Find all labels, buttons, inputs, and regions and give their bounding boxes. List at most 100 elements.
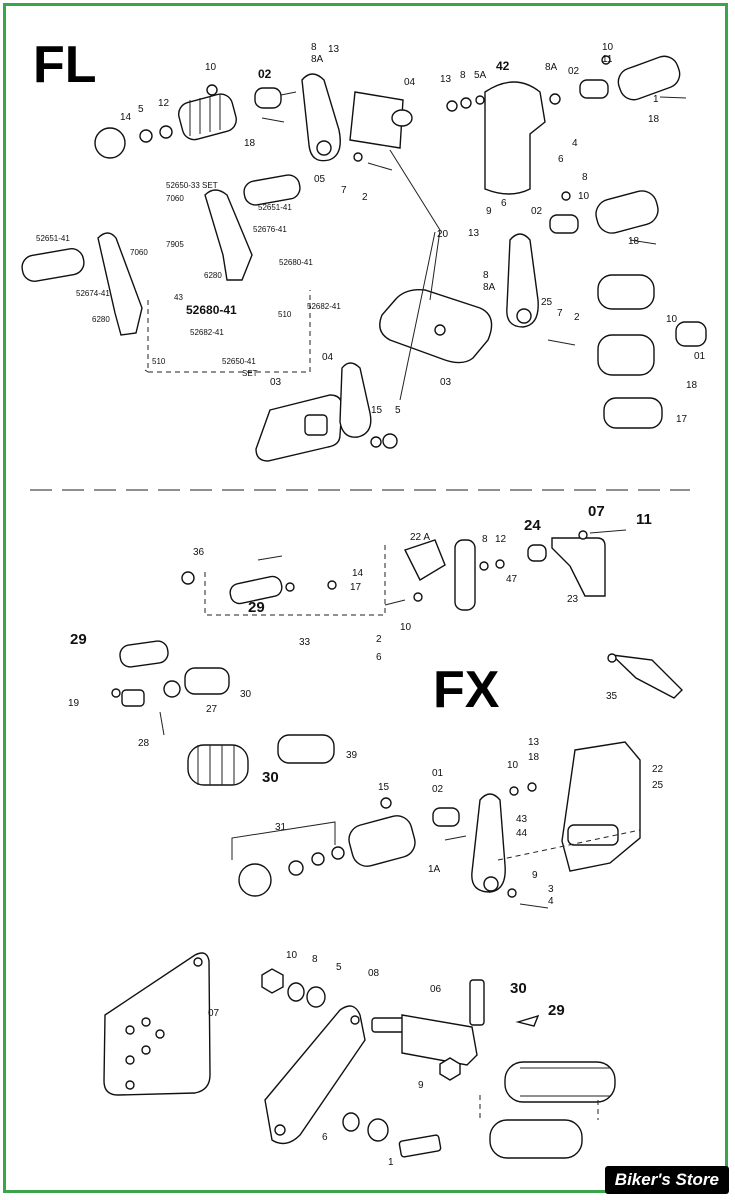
fl-callout-60: 52682-41 bbox=[307, 302, 341, 311]
fx-callout-28: 02 bbox=[432, 784, 444, 795]
fl-callout-24: 6 bbox=[558, 154, 564, 165]
fx-plate-22-25 bbox=[497, 741, 641, 872]
fx-callout-3: 12 bbox=[495, 534, 507, 545]
fl-callout-50: 7060 bbox=[130, 248, 148, 257]
fl-clevis-02 bbox=[206, 84, 297, 123]
fl-callout-22: 18 bbox=[648, 114, 660, 125]
fl-callout-10: 05 bbox=[314, 174, 326, 185]
fl-callout-23: 4 bbox=[572, 138, 578, 149]
fx-callout-10: 33 bbox=[299, 637, 311, 648]
fl-callout-2: 14 bbox=[120, 112, 132, 123]
fx-mount-22a-47 bbox=[384, 539, 505, 611]
fl-callout-40: 17 bbox=[676, 414, 688, 425]
fl-callout-56: 52674-41 bbox=[76, 289, 110, 298]
fx-callout-15: 23 bbox=[567, 594, 579, 605]
fx-peg-assembly-33 bbox=[181, 545, 386, 616]
fx-callout-49: 1 bbox=[388, 1157, 394, 1168]
fx-callout-13: 6 bbox=[376, 652, 382, 663]
fx-callout-22: 30 bbox=[262, 769, 279, 786]
fl-footpeg-left bbox=[94, 93, 237, 159]
fl-callout-39: 18 bbox=[686, 380, 698, 391]
fx-callout-30: 43 bbox=[516, 814, 528, 825]
fl-callout-42: 04 bbox=[322, 352, 334, 363]
diagram-frame bbox=[3, 3, 728, 1193]
fx-callout-9: 29 bbox=[248, 599, 265, 616]
fl-callout-38: 01 bbox=[694, 351, 706, 362]
fl-callout-16: 42 bbox=[496, 59, 510, 73]
fx-callout-0: 36 bbox=[193, 547, 205, 558]
fx-callout-33: 25 bbox=[652, 780, 664, 791]
fl-callout-37: 10 bbox=[666, 314, 678, 325]
fl-callout-59: 510 bbox=[278, 310, 292, 319]
fl-callout-13: 13 bbox=[440, 74, 452, 85]
fx-callout-43: 07 bbox=[208, 1008, 220, 1019]
fx-peg-assembly-31 bbox=[231, 797, 416, 897]
fx-rubber-peg-30-39 bbox=[187, 734, 335, 786]
fx-callout-26: 10 bbox=[507, 760, 519, 771]
fx-callout-36: 9 bbox=[532, 870, 538, 881]
fl-callout-15: 5A bbox=[474, 70, 487, 81]
fl-callout-54: 52680-41 bbox=[279, 258, 313, 267]
fl-callout-63: 510 bbox=[152, 357, 166, 366]
fx-peg-29-30 bbox=[111, 640, 230, 736]
fl-callout-36: 2 bbox=[574, 312, 580, 323]
fx-rubber-pegs-bottom bbox=[479, 1061, 616, 1159]
fx-callout-35: 1A bbox=[428, 864, 441, 875]
fl-callout-62: 52682-41 bbox=[190, 328, 224, 337]
fx-callout-2: 8 bbox=[482, 534, 488, 545]
fx-callout-45: 06 bbox=[430, 984, 442, 995]
fx-callout-32: 22 bbox=[652, 764, 664, 775]
fl-callout-14: 8 bbox=[460, 70, 466, 81]
fx-callout-37: 3 bbox=[548, 884, 554, 895]
fl-callout-53: 6280 bbox=[204, 271, 222, 280]
fl-callout-3: 5 bbox=[138, 104, 144, 115]
fx-callout-23: 39 bbox=[346, 750, 358, 761]
fl-cover-42 bbox=[446, 81, 561, 195]
fl-callout-55: 52651-41 bbox=[258, 203, 292, 212]
fx-callout-24: 13 bbox=[528, 737, 540, 748]
fx-callout-38: 4 bbox=[548, 896, 554, 907]
fl-callout-17: 8A bbox=[545, 62, 558, 73]
fx-callout-41: 5 bbox=[336, 962, 342, 973]
fx-callout-5: 07 bbox=[588, 503, 605, 520]
fx-plate-07 bbox=[103, 952, 211, 1096]
fx-callout-19: 27 bbox=[206, 704, 218, 715]
fl-callout-31: 13 bbox=[468, 228, 480, 239]
fx-callout-16: 29 bbox=[70, 631, 87, 648]
fl-callout-49: 52651-41 bbox=[36, 234, 70, 243]
fx-callout-25: 18 bbox=[528, 752, 540, 763]
fl-lever-05 bbox=[301, 73, 341, 162]
fx-callout-21: 35 bbox=[606, 691, 618, 702]
fx-plate-08 bbox=[264, 1005, 366, 1145]
fl-callout-9: 04 bbox=[404, 77, 416, 88]
fx-callout-12: 2 bbox=[376, 634, 382, 645]
fl-footpeg-right-top bbox=[579, 55, 687, 101]
fl-callout-47: 52650-33 SET bbox=[166, 181, 218, 190]
fl-callout-25: 8 bbox=[582, 172, 588, 183]
fl-floorboard-03-lower bbox=[255, 362, 398, 462]
fx-callout-20: 28 bbox=[138, 738, 150, 749]
fl-callout-48: 7060 bbox=[166, 194, 184, 203]
fl-callout-28: 10 bbox=[578, 191, 590, 202]
fx-bracket-35 bbox=[607, 653, 683, 699]
fx-callout-11: 10 bbox=[400, 622, 412, 633]
fx-callout-29: 15 bbox=[378, 782, 390, 793]
fl-callout-45: 5 bbox=[395, 405, 401, 416]
fx-callout-6: 11 bbox=[636, 511, 652, 528]
fl-callout-29: 02 bbox=[531, 206, 543, 217]
fl-callout-43: 03 bbox=[270, 377, 282, 388]
fl-callout-34: 25 bbox=[541, 297, 553, 308]
fl-callout-21: 1 bbox=[653, 94, 659, 105]
fl-callout-35: 7 bbox=[557, 308, 563, 319]
fx-callout-4: 24 bbox=[524, 517, 541, 534]
fx-callout-39: 10 bbox=[286, 950, 298, 961]
fl-callout-46: 20 bbox=[437, 229, 449, 240]
fx-callout-31: 44 bbox=[516, 828, 528, 839]
fx-callout-7: 14 bbox=[352, 568, 364, 579]
fl-callout-6: 8 bbox=[311, 42, 317, 53]
fl-callout-64: 52650-41 bbox=[222, 357, 256, 366]
fx-nuts-washers bbox=[261, 968, 442, 1158]
